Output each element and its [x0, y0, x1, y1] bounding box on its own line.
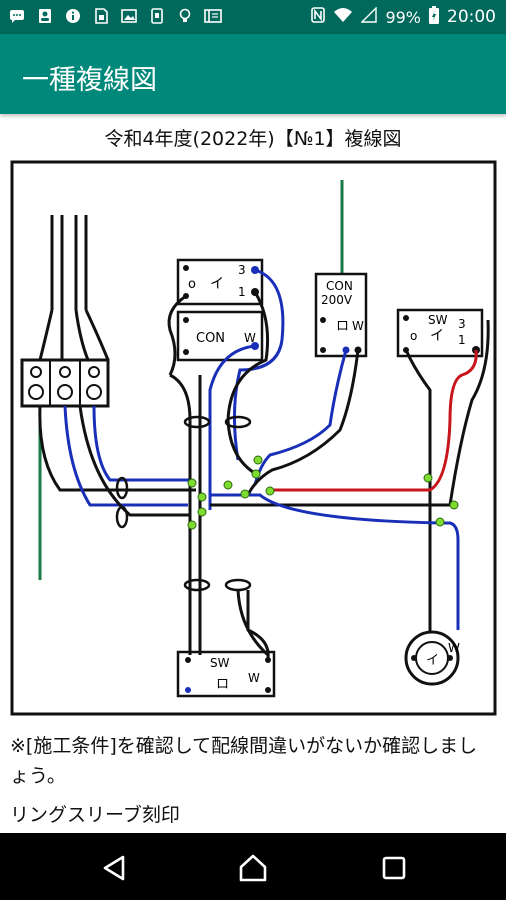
svg-text:1: 1	[458, 333, 466, 347]
book-icon	[204, 7, 222, 25]
lamp-fixture: イ W	[404, 630, 460, 686]
app-title: 一種複線図	[22, 65, 157, 96]
svg-text:1: 1	[238, 285, 246, 299]
svg-text:3: 3	[238, 263, 246, 277]
page-title: 令和4年度(2022年)【№1】複線図	[104, 128, 402, 150]
battery-icon	[429, 6, 439, 28]
recents-icon[interactable]	[377, 851, 411, 885]
terminal-block	[20, 215, 110, 580]
clock: 20:00	[447, 7, 496, 27]
switch-box-1: o イ 3 1 CON W	[176, 258, 264, 362]
svg-text:3: 3	[458, 317, 466, 331]
svg-text:イ: イ	[430, 328, 444, 344]
svg-text:SW: SW	[210, 656, 230, 670]
wiring-diagram: o イ 3 1 CON W CON 200V ロ W SW	[10, 160, 497, 716]
signal-icon	[360, 6, 378, 27]
sim-icon	[92, 7, 110, 25]
switch-box-2: SW o イ 3 1	[396, 308, 484, 358]
back-icon[interactable]	[97, 851, 131, 885]
app-bar: 一種複線図	[0, 34, 506, 114]
phone-icon	[148, 7, 166, 25]
contact-icon	[36, 7, 54, 25]
home-icon[interactable]	[236, 851, 270, 885]
bulb-icon	[176, 7, 194, 25]
connection-points	[187, 455, 459, 530]
svg-text:SW: SW	[428, 313, 448, 327]
wifi-icon	[333, 7, 353, 27]
diagram-frame	[10, 160, 497, 716]
outlet-200v: CON 200V ロ W	[314, 180, 368, 358]
svg-text:ロ: ロ	[336, 319, 349, 334]
section-title-ring-sleeve: リングスリーブ刻印	[10, 804, 180, 826]
status-bar: 99% 20:00	[0, 0, 506, 34]
battery-percent: 99%	[385, 7, 421, 27]
info-icon	[64, 7, 82, 25]
svg-text:CON: CON	[326, 279, 353, 293]
status-right: 99% 20:00	[311, 6, 496, 28]
svg-text:W: W	[248, 671, 260, 685]
switch-box-3: SW ロ W	[176, 650, 276, 698]
navigation-bar	[0, 833, 506, 900]
notification-icons	[8, 7, 222, 25]
svg-text:W: W	[352, 319, 364, 333]
svg-text:200V: 200V	[321, 293, 353, 307]
nfc-icon	[311, 7, 326, 27]
svg-text:W: W	[448, 641, 460, 655]
message-icon	[8, 7, 26, 25]
svg-text:o: o	[410, 329, 417, 343]
svg-text:o: o	[188, 277, 196, 292]
image-icon	[120, 7, 138, 25]
svg-text:CON: CON	[196, 331, 225, 346]
instruction-note: ※[施工条件]を確認して配線間違いがないか確認しましょう。	[10, 735, 478, 787]
svg-text:イ: イ	[426, 653, 439, 668]
svg-text:イ: イ	[210, 276, 224, 292]
svg-text:W: W	[244, 331, 256, 345]
svg-text:ロ: ロ	[216, 677, 229, 692]
